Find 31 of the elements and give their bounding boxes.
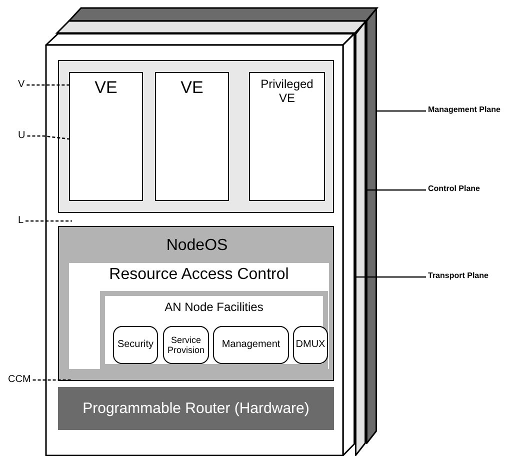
- service-provision-module: Service Provision: [163, 326, 209, 364]
- layer-title: NodeOS: [165, 237, 229, 255]
- ve-box: VE: [69, 72, 143, 201]
- callout-label: U: [18, 130, 26, 141]
- box-heading: Resource Access Control: [108, 266, 290, 284]
- management-plane-side: [366, 8, 377, 444]
- leader-line: [32, 379, 72, 381]
- ve-panel: [58, 60, 334, 213]
- management-module: Management: [213, 326, 289, 364]
- dmux-module: DMUX: [293, 326, 328, 364]
- leader-line: [26, 220, 72, 222]
- ve-box: VE: [155, 72, 229, 201]
- privileged-ve-box: Privileged VE: [249, 72, 325, 201]
- router-hardware-box: Programmable Router (Hardware): [58, 387, 334, 430]
- nodeos-layer: [58, 226, 334, 381]
- control-plane-side: [355, 21, 366, 456]
- callout-label: V: [18, 79, 25, 90]
- leader-line: [27, 135, 70, 140]
- leader-line: [26, 84, 69, 86]
- callout-label: L: [18, 215, 24, 226]
- leader-line: [355, 276, 426, 278]
- plane-label: Control Plane: [428, 184, 480, 193]
- plane-label: Management Plane: [428, 105, 500, 114]
- leader-line: [377, 110, 426, 112]
- callout-label: CCM: [8, 374, 31, 385]
- facilities-box: [100, 291, 328, 369]
- resource-access-control-box: [69, 263, 329, 369]
- box-heading: AN Node Facilities: [164, 300, 264, 314]
- leader-line: [366, 189, 426, 191]
- plane-label: Transport Plane: [428, 271, 488, 280]
- security-module: Security: [113, 326, 158, 364]
